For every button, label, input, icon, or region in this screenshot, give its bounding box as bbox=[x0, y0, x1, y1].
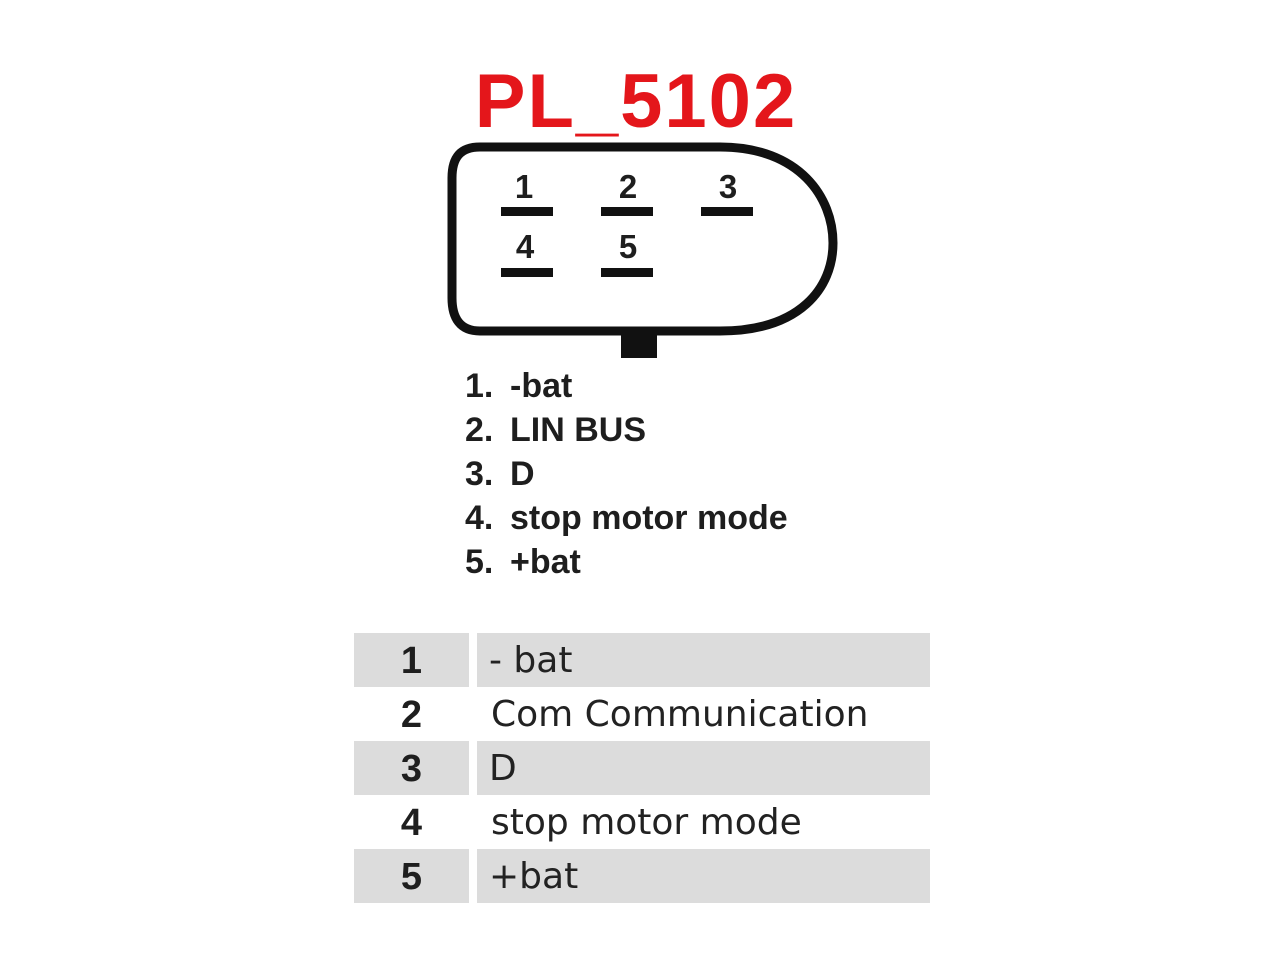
table-cell-function: - bat bbox=[477, 633, 930, 687]
connector-housing bbox=[447, 142, 838, 336]
table-row: 2 Com Communication bbox=[354, 687, 930, 741]
legend-item-label: D bbox=[510, 455, 535, 493]
pin-number-4: 4 bbox=[516, 228, 535, 265]
legend-item-label: +bat bbox=[510, 543, 581, 581]
legend-item-number: 2. bbox=[465, 411, 494, 449]
pin-terminal-1 bbox=[501, 207, 553, 216]
pin-terminal-5 bbox=[601, 268, 653, 277]
pin-terminal-2 bbox=[601, 207, 653, 216]
legend-item: 1. -bat bbox=[465, 364, 788, 408]
pin-table: 1 - bat 2 Com Communication 3 D 4 stop m… bbox=[354, 633, 930, 903]
table-cell-function: D bbox=[477, 741, 930, 795]
table-row: 1 - bat bbox=[354, 633, 930, 687]
legend-item-number: 1. bbox=[465, 367, 494, 405]
table-cell-pin: 5 bbox=[354, 849, 469, 903]
pin-legend: 1. -bat 2. LIN BUS 3. D 4. stop motor mode 5… bbox=[465, 364, 788, 584]
pin-terminal-4 bbox=[501, 268, 553, 277]
legend-item: 3. D bbox=[465, 452, 788, 496]
table-cell-function: Com Communication bbox=[491, 694, 869, 735]
legend-item: 2. LIN BUS bbox=[465, 408, 788, 452]
legend-item-label: LIN BUS bbox=[510, 411, 646, 449]
legend-item: 5. +bat bbox=[465, 540, 788, 584]
table-cell-pin: 3 bbox=[354, 741, 469, 795]
legend-item-number: 3. bbox=[465, 455, 494, 493]
connector-diagram: 1 2 3 4 5 bbox=[447, 142, 838, 358]
table-row: 4 stop motor mode bbox=[354, 795, 930, 849]
table-cell-function: stop motor mode bbox=[491, 802, 802, 843]
table-cell-pin: 1 bbox=[354, 633, 469, 687]
table-row: 3 D bbox=[354, 741, 930, 795]
table-cell-pin: 2 bbox=[400, 694, 423, 736]
part-number-title: PL_5102 bbox=[474, 59, 798, 144]
pin-number-3: 3 bbox=[719, 168, 737, 205]
pin-number-2: 2 bbox=[619, 168, 637, 205]
table-cell-pin: 4 bbox=[400, 802, 423, 844]
legend-item: 4. stop motor mode bbox=[465, 496, 788, 540]
pin-number-5: 5 bbox=[619, 228, 637, 265]
legend-item-number: 4. bbox=[465, 499, 494, 537]
legend-item-label: stop motor mode bbox=[510, 499, 788, 537]
legend-item-number: 5. bbox=[465, 543, 494, 581]
pin-number-1: 1 bbox=[515, 168, 533, 205]
legend-item-label: -bat bbox=[510, 367, 573, 405]
table-row: 5 +bat bbox=[354, 849, 930, 903]
pin-terminal-3 bbox=[701, 207, 753, 216]
table-cell-function: +bat bbox=[477, 849, 930, 903]
connector-key-tab bbox=[621, 334, 657, 358]
